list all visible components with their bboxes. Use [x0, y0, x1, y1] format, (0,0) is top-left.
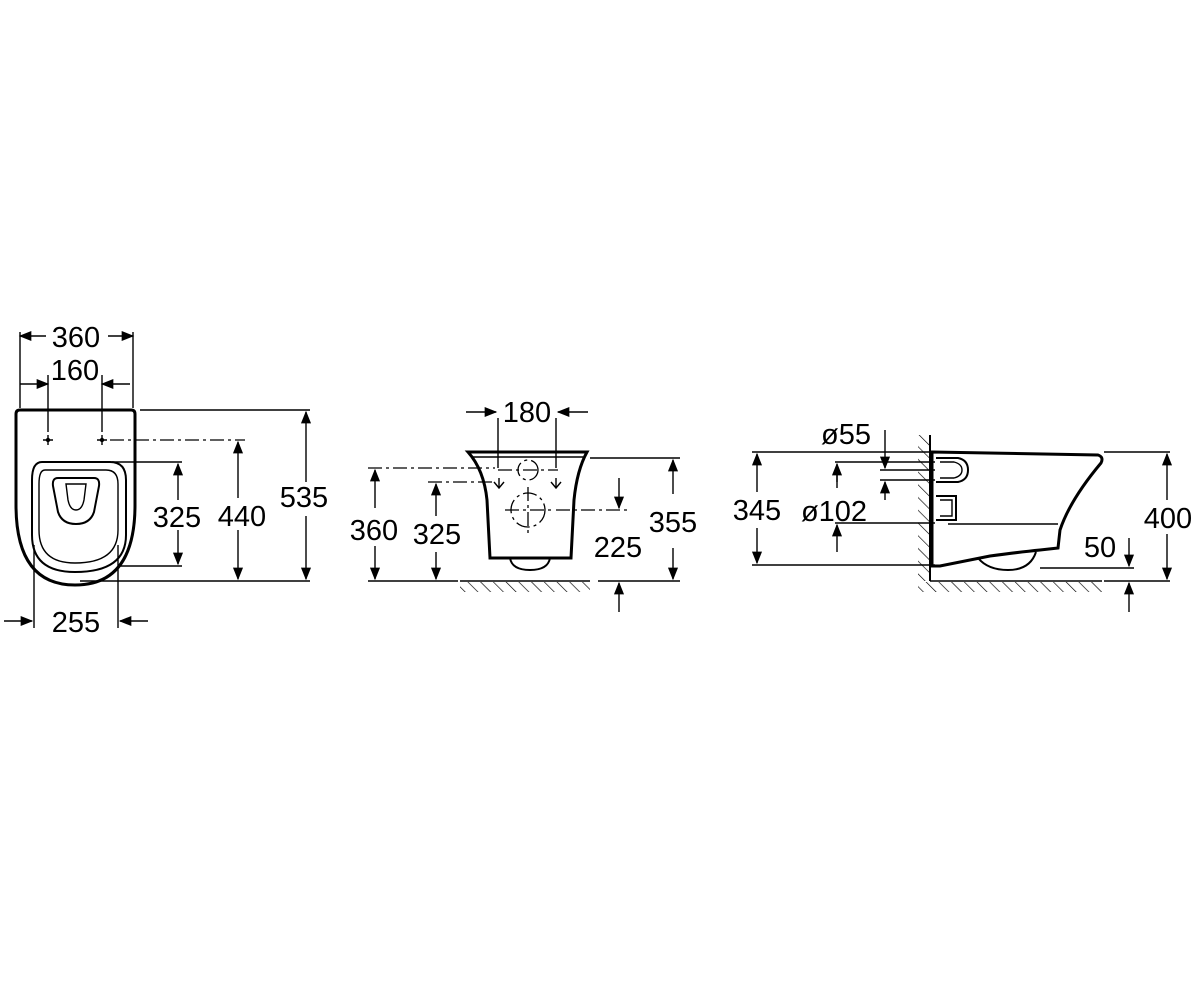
- top-view: 360 160 325 440 535 255: [4, 322, 328, 639]
- side-view-outlet: [977, 551, 1037, 572]
- front-view-floor: [460, 582, 590, 592]
- dim-width-outer: 360: [52, 322, 100, 354]
- dim-width-holes: 160: [51, 355, 99, 387]
- dim-width-holes: 180: [503, 397, 551, 429]
- dim-depth-total: 535: [280, 482, 328, 514]
- dim-height-outlet: 225: [594, 532, 642, 564]
- dim-depth-bowl: 325: [153, 502, 201, 534]
- fixing-hole-marks: [43, 435, 107, 445]
- dim-height-total: 400: [1144, 503, 1192, 535]
- front-view: 180 360 325 225 355: [350, 397, 697, 612]
- side-view-floor: [918, 582, 1102, 592]
- dim-diameter-outlet: ø102: [801, 496, 867, 528]
- side-view-outline: [930, 450, 1104, 568]
- side-view: ø55 ø102 345 400 50: [733, 419, 1192, 612]
- side-view-wall: [918, 435, 930, 581]
- top-view-bowl: [51, 477, 101, 526]
- dim-height-base: 50: [1084, 532, 1116, 564]
- dim-height-bowl: 355: [649, 507, 697, 539]
- front-view-hidden-holes: [493, 459, 562, 533]
- dim-depth-holes: 440: [218, 501, 266, 533]
- dim-height-total: 360: [350, 515, 398, 547]
- side-view-inlet-connector: [936, 457, 970, 483]
- top-view-outline: [14, 408, 137, 587]
- top-view-seat: [31, 461, 127, 574]
- dim-height-fixing: 325: [413, 519, 461, 551]
- front-view-outline: [464, 450, 590, 560]
- dim-width-bottom: 255: [52, 607, 100, 639]
- front-view-outlet: [509, 557, 551, 572]
- dim-diameter-inlet: ø55: [821, 419, 871, 451]
- dim-height-outlet: 345: [733, 495, 781, 527]
